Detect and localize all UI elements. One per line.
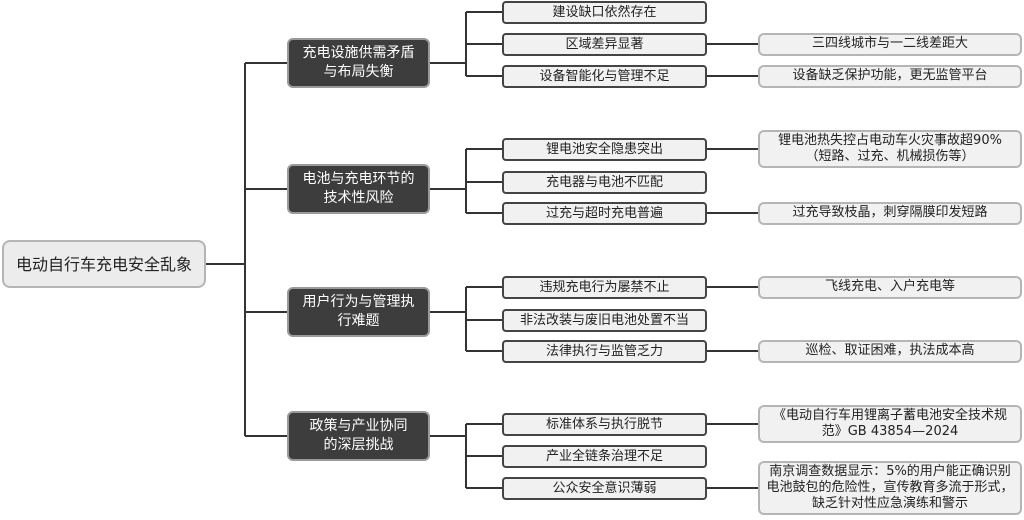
detail-node[interactable]: 南京调查数据显示：5%的用户能正确识别电池鼓包的危险性，宣传教育多流于形式，缺乏… bbox=[758, 461, 1022, 515]
branch-label-line: 行难题 bbox=[337, 313, 380, 329]
branch-label-line: 与布局失衡 bbox=[323, 64, 394, 80]
sub-node[interactable]: 充电器与电池不匹配 bbox=[502, 171, 707, 194]
branch-node[interactable]: 用户行为与管理执行难题 bbox=[287, 287, 430, 337]
sub-node[interactable]: 非法改装与废旧电池处置不当 bbox=[502, 309, 707, 332]
sub-node[interactable]: 标准体系与执行脱节 bbox=[502, 413, 707, 436]
sub-node[interactable]: 锂电池安全隐患突出 bbox=[502, 138, 707, 161]
detail-node[interactable]: 三四线城市与一二线差距大 bbox=[758, 32, 1022, 56]
sub-node[interactable]: 产业全链条治理不足 bbox=[502, 445, 707, 468]
branch-label-line: 电池与充电环节的 bbox=[302, 171, 415, 187]
branch-label-line: 用户行为与管理执 bbox=[302, 294, 415, 310]
branch-node[interactable]: 政策与产业协同的深层挑战 bbox=[287, 411, 430, 461]
sub-node[interactable]: 建设缺口依然存在 bbox=[502, 1, 707, 24]
branch-label-line: 的深层挑战 bbox=[323, 437, 394, 453]
sub-node[interactable]: 法律执行与监管乏力 bbox=[502, 340, 707, 363]
sub-node[interactable]: 过充与超时充电普遍 bbox=[502, 202, 707, 225]
detail-node[interactable]: 巡检、取证困难，执法成本高 bbox=[758, 339, 1022, 363]
sub-node[interactable]: 公众安全意识薄弱 bbox=[502, 477, 707, 500]
root-node[interactable]: 电动自行车充电安全乱象 bbox=[2, 240, 206, 288]
branch-label-line: 政策与产业协同 bbox=[309, 418, 408, 434]
branch-label-line: 充电设施供需矛盾 bbox=[302, 45, 415, 61]
detail-node[interactable]: 《电动自行车用锂离子蓄电池安全技术规范》GB 43854—2024 bbox=[758, 405, 1022, 443]
detail-node[interactable]: 过充导致枝晶，刺穿隔膜印发短路 bbox=[758, 201, 1022, 225]
branch-label-line: 技术性风险 bbox=[323, 190, 394, 206]
branch-node[interactable]: 充电设施供需矛盾与布局失衡 bbox=[287, 38, 430, 88]
sub-node[interactable]: 区域差异显著 bbox=[502, 33, 707, 56]
sub-node[interactable]: 设备智能化与管理不足 bbox=[502, 65, 707, 88]
detail-node[interactable]: 锂电池热失控占电动车火灾事故超90%（短路、过充、机械损伤等） bbox=[758, 130, 1022, 168]
detail-node[interactable]: 飞线充电、入户充电等 bbox=[758, 275, 1022, 299]
detail-node[interactable]: 设备缺乏保护功能，更无监管平台 bbox=[758, 64, 1022, 88]
sub-node[interactable]: 违规充电行为屡禁不止 bbox=[502, 276, 707, 299]
branch-node[interactable]: 电池与充电环节的技术性风险 bbox=[287, 164, 430, 214]
